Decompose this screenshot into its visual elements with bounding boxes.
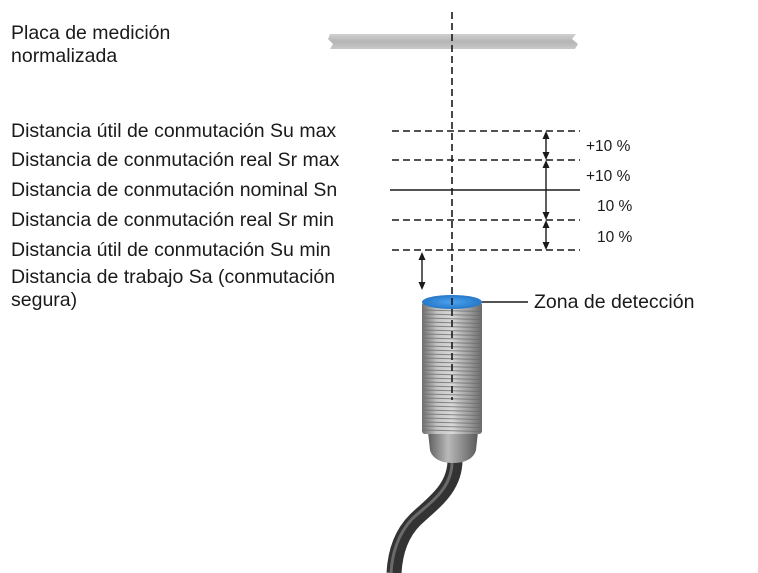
thread-groove — [422, 421, 482, 424]
detection-zone-label: Zona de detección — [534, 291, 695, 313]
tolerance-sr-min: 10 % — [597, 198, 633, 215]
thread-groove — [422, 349, 482, 352]
sensor-neck — [428, 432, 478, 463]
label-su-min: Distancia útil de conmutación Su min — [11, 239, 331, 261]
plate-label-line-1: Placa de medición — [11, 22, 171, 44]
thread-groove — [422, 405, 482, 408]
thread-groove — [422, 317, 482, 320]
tolerance-arrows — [542, 131, 550, 250]
working-distance-arrow — [418, 252, 426, 290]
thread-groove — [422, 417, 482, 420]
measuring-plate — [328, 34, 578, 49]
thread-groove — [422, 401, 482, 404]
tolerance-su-max: +10 % — [586, 138, 631, 155]
thread-groove — [422, 429, 482, 432]
label-su-max: Distancia útil de conmutación Su max — [11, 120, 337, 142]
thread-groove — [422, 425, 482, 428]
label-sr-max: Distancia de conmutación real Sr max — [11, 149, 340, 171]
working-distance-label-line-1: Distancia de trabajo Sa (conmutación — [11, 266, 336, 288]
thread-groove — [422, 373, 482, 376]
plate-label-line-2: normalizada — [11, 45, 118, 67]
label-sn: Distancia de conmutación nominal Sn — [11, 179, 338, 201]
working-distance-label-line-2: segura) — [11, 289, 78, 311]
sensor-cable — [386, 459, 463, 573]
thread-groove — [422, 393, 482, 396]
thread-groove — [422, 329, 482, 332]
thread-groove — [422, 381, 482, 384]
thread-groove — [422, 361, 482, 364]
thread-groove — [422, 413, 482, 416]
thread-groove — [422, 409, 482, 412]
tolerance-sr-max: +10 % — [586, 168, 631, 185]
label-sr-min: Distancia de conmutación real Sr min — [11, 209, 334, 231]
sensor-cable-highlight — [389, 461, 454, 573]
thread-groove — [422, 337, 482, 340]
tolerance-su-min: 10 % — [597, 229, 633, 246]
